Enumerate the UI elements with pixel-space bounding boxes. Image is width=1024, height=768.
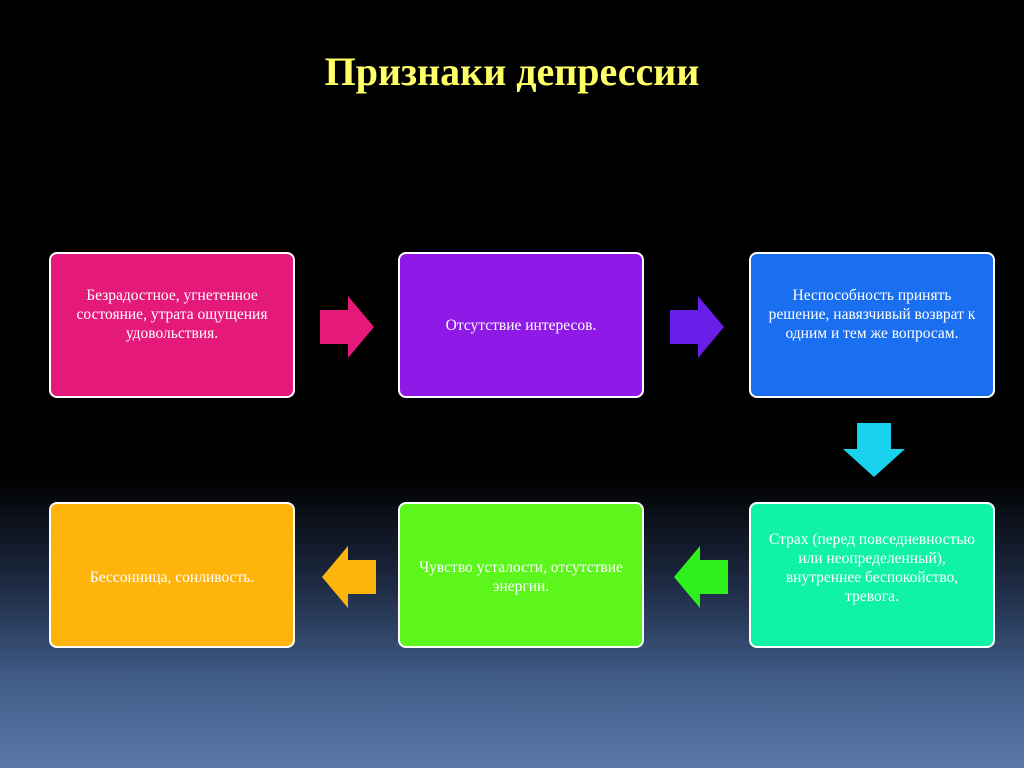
box-indecision: Неспособность принять решение, навязчивы… [749, 252, 995, 398]
box-lack-of-interest-text: Отсутствие интересов. [445, 317, 597, 334]
box-fatigue: Чувство усталости, отсутствие энергии. [398, 502, 644, 648]
box-joylessness-text: Безрадостное, угнетенное состояние, утра… [76, 287, 268, 342]
slide-title: Признаки депрессии [324, 49, 700, 94]
box-insomnia: Бессонница, сонливость. [49, 502, 295, 648]
box-fatigue-text: Чувство усталости, отсутствие энергии. [419, 559, 623, 595]
arrow-left-2-icon [322, 546, 376, 608]
arrow-right-2-icon [670, 296, 724, 358]
box-lack-of-interest: Отсутствие интересов. [398, 252, 644, 398]
box-indecision-text: Неспособность принять решение, навязчивы… [768, 287, 976, 342]
arrow-right-1-icon [320, 296, 374, 358]
box-fear-anxiety-text: Страх (перед повседневностью или неопред… [768, 531, 975, 605]
box-joylessness: Безрадостное, угнетенное состояние, утра… [49, 252, 295, 398]
arrow-left-1-icon [674, 546, 728, 608]
box-fear-anxiety: Страх (перед повседневностью или неопред… [749, 502, 995, 648]
box-insomnia-text: Бессонница, сонливость. [89, 569, 255, 586]
arrow-down-icon [843, 423, 905, 477]
